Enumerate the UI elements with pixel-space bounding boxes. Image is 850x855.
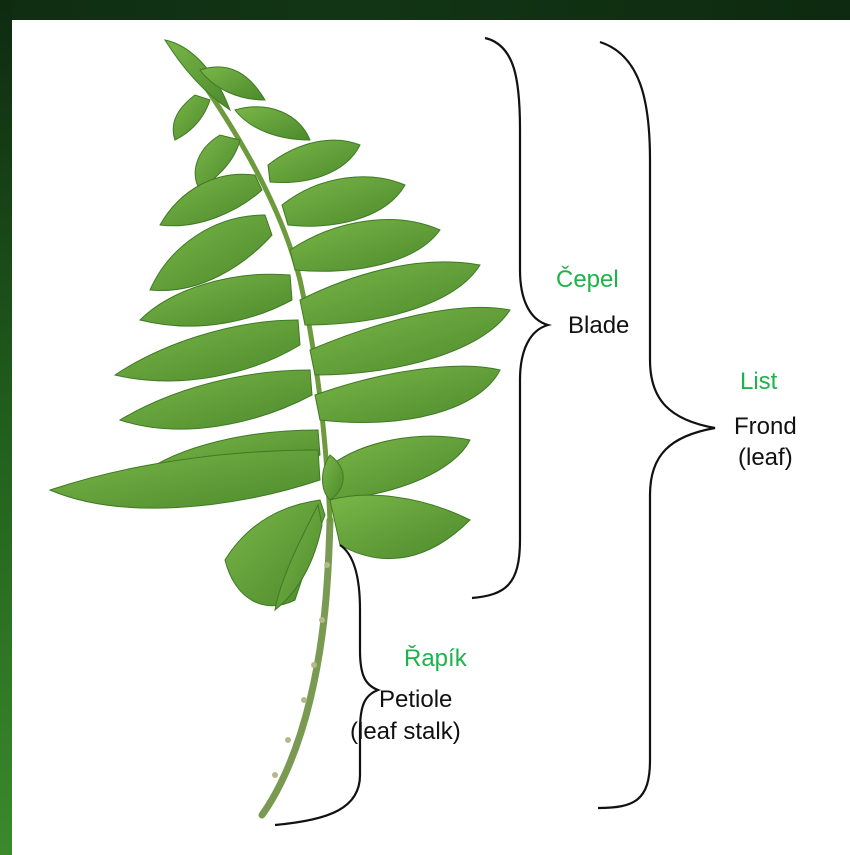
petiole-label-czech: Řapík	[404, 644, 467, 674]
blade-label-english: Blade	[568, 311, 629, 341]
fern-blade	[50, 40, 510, 610]
frond-label-czech: List	[740, 367, 777, 397]
frond-label-english-sub: (leaf)	[738, 443, 793, 473]
petiole-label-english-sub: (leaf stalk)	[350, 717, 461, 747]
frond-label-english: Frond	[734, 412, 797, 442]
petiole-label-english: Petiole	[379, 685, 452, 715]
blade-label-czech: Čepel	[556, 265, 619, 295]
frond-brace	[598, 42, 715, 808]
